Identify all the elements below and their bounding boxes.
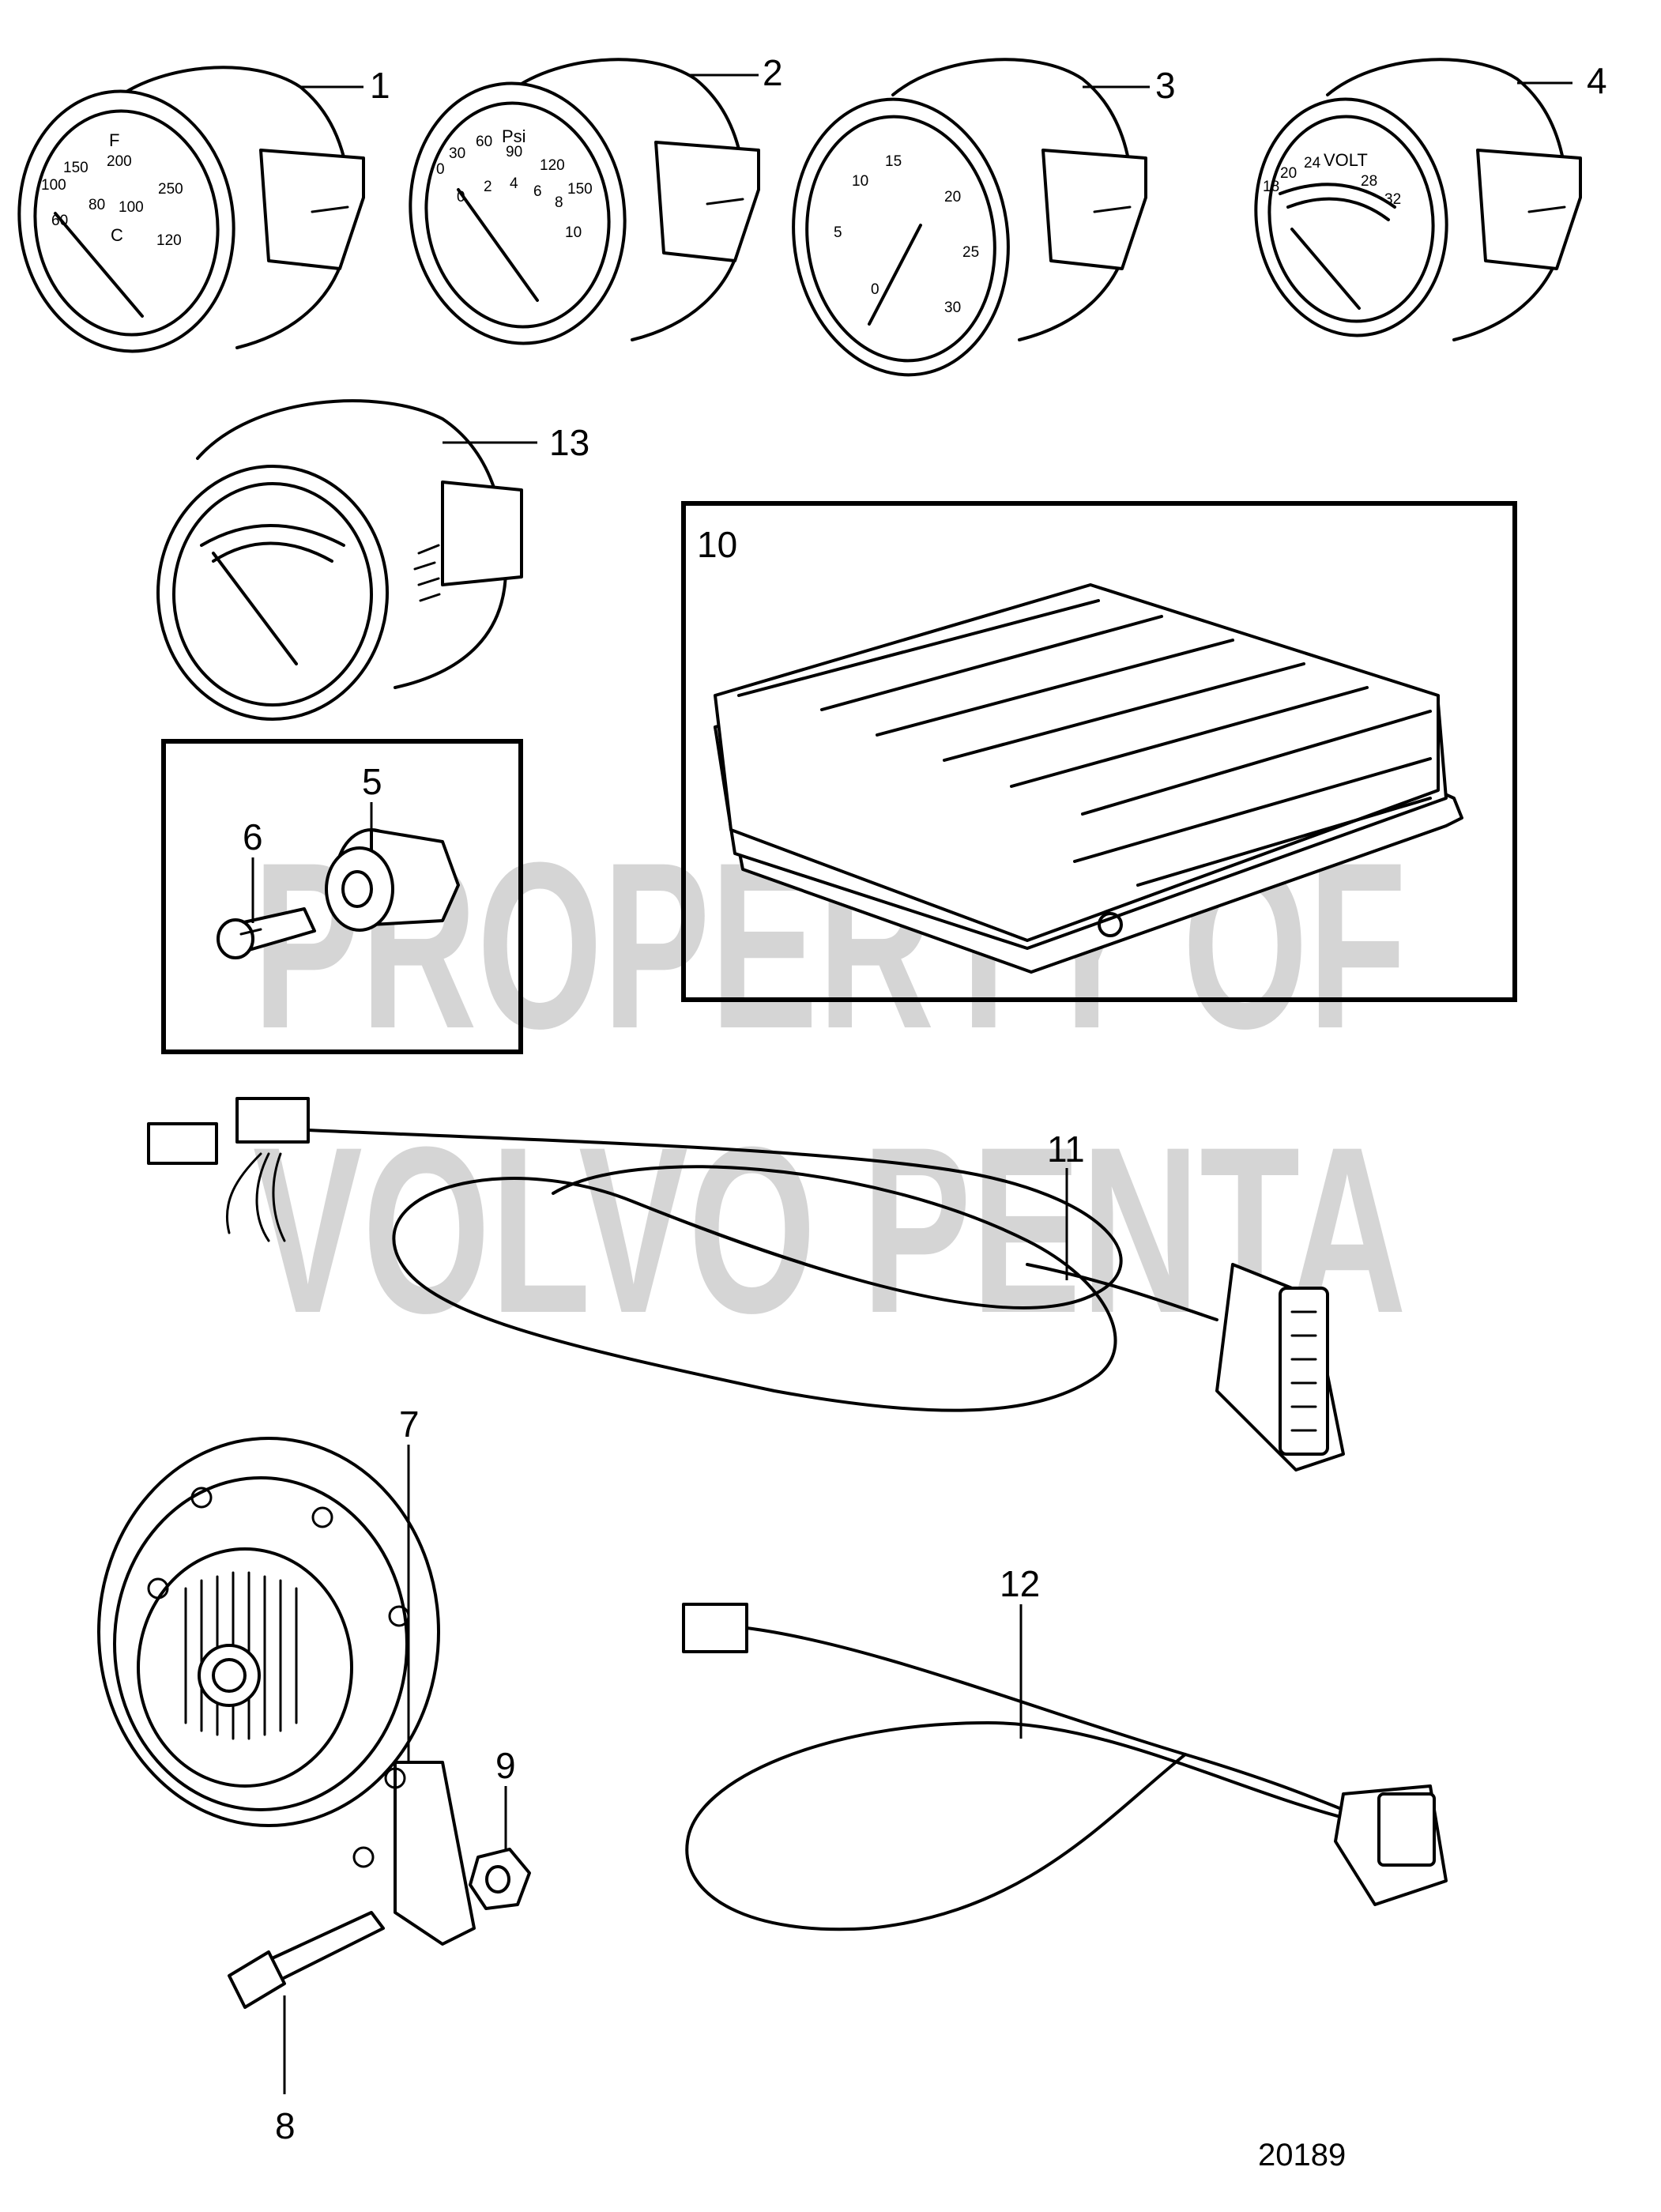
horn [97, 1437, 476, 1946]
pressure-gauge: Psi 0 30 60 90 120 150 0 2 4 6 8 10 [409, 58, 760, 345]
volt-tick: 20 [1280, 165, 1297, 182]
bar-tick: 6 [533, 183, 542, 200]
callout-10: 10 [697, 524, 737, 565]
volt-tick: 24 [1304, 155, 1321, 171]
callout-6: 6 [243, 816, 263, 857]
nut [469, 1848, 531, 1910]
control-unit-frame [681, 501, 1517, 1002]
callout-9: 9 [495, 1745, 516, 1786]
temp-f-tick: 100 [41, 177, 66, 194]
volt-tick: 28 [1361, 173, 1377, 190]
callout-13: 13 [549, 422, 589, 463]
psi-tick: 60 [476, 134, 492, 150]
bar-tick: 8 [555, 194, 563, 211]
temp-c-tick: 60 [51, 213, 68, 229]
wiring-harness-short [682, 1603, 1448, 1931]
callout-3: 3 [1155, 65, 1176, 106]
callout-4: 4 [1587, 60, 1607, 101]
callout-5: 5 [362, 761, 382, 802]
bar-tick: 10 [565, 224, 582, 241]
generic-tick: 25 [962, 244, 979, 261]
temp-c-tick: 80 [89, 197, 105, 213]
psi-tick: 30 [449, 145, 465, 162]
bar-tick: 2 [484, 179, 492, 195]
temp-c-tick: 100 [119, 199, 144, 216]
pressure-unit: Psi [502, 126, 526, 146]
callout-1: 1 [370, 65, 390, 106]
bolt [228, 1911, 385, 2009]
temp-f-tick: 150 [63, 160, 89, 176]
voltmeter-gauge: VOLT 18 20 24 28 32 [1254, 58, 1582, 341]
generic-gauge: 0 5 10 15 20 25 30 [792, 58, 1147, 377]
temperature-gauge: F C 100 150 200 250 60 80 100 120 [17, 66, 365, 353]
callout-leaders [251, 73, 1572, 2094]
callout-7: 7 [399, 1404, 420, 1445]
generic-tick: 10 [852, 173, 868, 190]
temp-unit-c: C [111, 225, 123, 245]
blank-gauge [156, 399, 523, 721]
temp-f-tick: 200 [107, 153, 132, 170]
generic-tick: 0 [871, 281, 879, 298]
temp-unit-f: F [109, 130, 119, 150]
temp-c-tick: 120 [156, 232, 182, 249]
psi-tick: 0 [436, 161, 445, 178]
psi-tick: 120 [540, 157, 565, 174]
bulb [217, 907, 316, 959]
volt-tick: 32 [1384, 191, 1401, 208]
callout-8: 8 [275, 2105, 296, 2146]
control-unit [714, 583, 1463, 974]
callout-2: 2 [763, 52, 783, 93]
psi-tick: 90 [506, 144, 522, 160]
bar-tick: 0 [457, 189, 465, 205]
wiring-harness [147, 1097, 1345, 1472]
volt-tick: 18 [1263, 179, 1279, 195]
volt-unit: VOLT [1324, 150, 1368, 170]
generic-tick: 5 [834, 224, 842, 241]
psi-tick: 150 [567, 181, 593, 198]
generic-tick: 20 [944, 189, 961, 205]
callout-labels: 1 2 3 4 5 6 7 8 9 10 11 12 13 [243, 52, 1607, 2146]
bulb-kit-frame [161, 739, 523, 1054]
drawing-number: 20189 [1258, 2138, 1346, 2172]
temp-f-tick: 250 [158, 181, 183, 198]
generic-tick: 30 [944, 300, 961, 316]
callout-12: 12 [1000, 1563, 1040, 1604]
bulb-socket [325, 828, 460, 932]
bar-tick: 4 [510, 175, 518, 192]
generic-tick: 15 [885, 153, 902, 170]
callout-11: 11 [1047, 1129, 1085, 1170]
